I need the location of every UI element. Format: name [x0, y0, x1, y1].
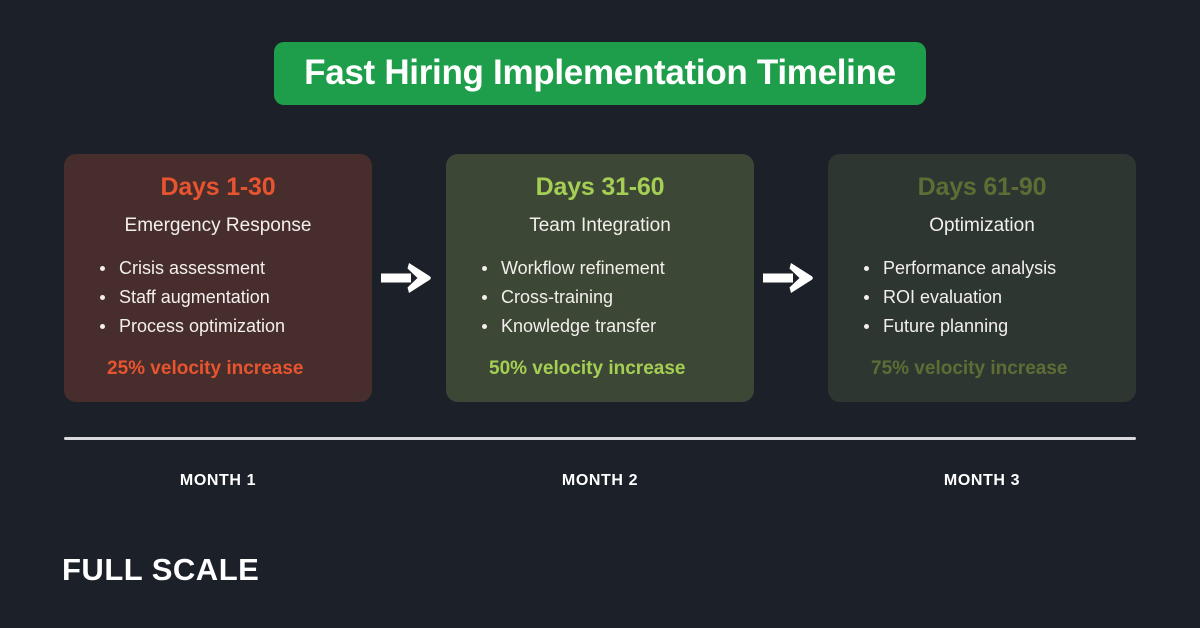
card-1-subtitle: Emergency Response — [124, 214, 312, 236]
timeline-divider — [64, 437, 1136, 440]
card-3-bullet-list: Performance analysis ROI evaluation Futu… — [850, 254, 1114, 359]
full-scale-logo: FULL SCALE — [62, 552, 260, 587]
timeline-card-1: Days 1-30 Emergency Response Crisis asse… — [64, 154, 372, 402]
card-2-metric: 50% velocity increase — [489, 358, 686, 380]
list-item: Knowledge transfer — [480, 312, 732, 341]
month-gap — [372, 472, 446, 490]
card-1-bullet-list: Crisis assessment Staff augmentation Pro… — [86, 254, 350, 359]
list-item: ROI evaluation — [862, 283, 1114, 312]
month-gap — [754, 472, 828, 490]
title-banner-wrap: Fast Hiring Implementation Timeline — [0, 42, 1200, 105]
card-2-subtitle: Team Integration — [529, 214, 671, 236]
month-labels-row: MONTH 1 MONTH 2 MONTH 3 — [64, 472, 1136, 490]
arrow-right-icon — [372, 259, 446, 297]
month-label-2: MONTH 2 — [561, 472, 639, 489]
month-label-1: MONTH 1 — [179, 472, 257, 489]
title-banner: Fast Hiring Implementation Timeline — [274, 42, 926, 105]
card-3-subtitle: Optimization — [929, 214, 1035, 236]
month-label-3: MONTH 3 — [943, 472, 1021, 489]
timeline-cards-row: Days 1-30 Emergency Response Crisis asse… — [64, 154, 1136, 402]
card-2-bullet-list: Workflow refinement Cross-training Knowl… — [468, 254, 732, 359]
list-item: Cross-training — [480, 283, 732, 312]
card-2-heading: Days 31-60 — [535, 173, 665, 201]
card-1-metric: 25% velocity increase — [107, 358, 304, 380]
list-item: Workflow refinement — [480, 254, 732, 283]
page-title: Fast Hiring Implementation Timeline — [304, 53, 896, 92]
card-3-metric: 75% velocity increase — [871, 358, 1068, 380]
list-item: Staff augmentation — [98, 283, 350, 312]
card-1-heading: Days 1-30 — [160, 173, 276, 201]
list-item: Future planning — [862, 312, 1114, 341]
list-item: Performance analysis — [862, 254, 1114, 283]
list-item: Process optimization — [98, 312, 350, 341]
arrow-right-icon — [754, 259, 828, 297]
timeline-card-2: Days 31-60 Team Integration Workflow ref… — [446, 154, 754, 402]
card-3-heading: Days 61-90 — [917, 173, 1047, 201]
timeline-card-3: Days 61-90 Optimization Performance anal… — [828, 154, 1136, 402]
list-item: Crisis assessment — [98, 254, 350, 283]
